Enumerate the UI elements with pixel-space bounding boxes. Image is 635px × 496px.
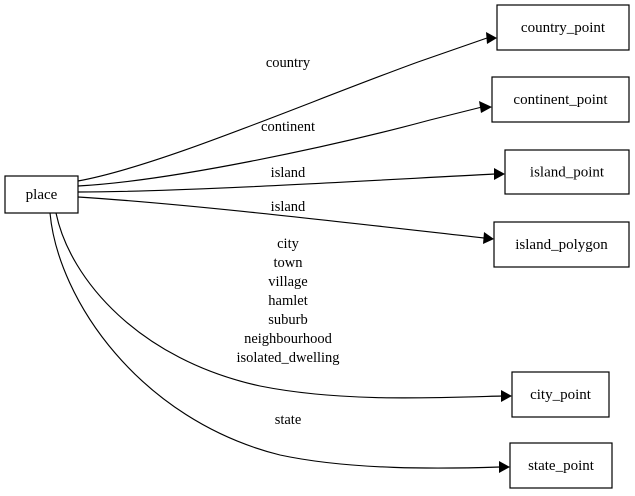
- node-island_point[interactable]: island_point: [504, 149, 630, 195]
- edge-continent-arrowhead-icon: [479, 101, 492, 113]
- node-island_point-box: [504, 149, 630, 195]
- edge-city-label: city town village hamlet suburb neighbourhood…: [236, 236, 339, 366]
- node-island_point-label: island_point: [530, 164, 605, 180]
- edge-country-label-line: country: [266, 55, 311, 71]
- node-state_point-label: state_point: [528, 458, 595, 474]
- node-city_point[interactable]: city_point: [511, 371, 610, 418]
- edge-city-label-line: town: [274, 255, 304, 271]
- edge-city-label-line: city: [277, 236, 299, 252]
- edge-country[interactable]: [77, 32, 497, 182]
- edge-city-label-line: hamlet: [268, 293, 307, 309]
- node-continent_point-box: [491, 76, 630, 123]
- node-state_point[interactable]: state_point: [509, 442, 613, 489]
- node-country_point-box: [496, 4, 630, 51]
- edge-city-label-line: village: [268, 274, 307, 290]
- node-place-label: place: [26, 187, 58, 203]
- edge-continent-label: continent: [261, 119, 315, 135]
- edge-continent-label-line: continent: [261, 119, 315, 135]
- node-island_polygon[interactable]: island_polygon: [493, 221, 630, 268]
- edge-city-arrowhead-icon: [501, 390, 512, 402]
- edge-island-point-arrowhead-icon: [494, 168, 505, 180]
- edge-state-label-line: state: [275, 412, 302, 428]
- node-state_point-box: [509, 442, 613, 489]
- edge-state-line: [49, 212, 501, 469]
- node-place-box: [4, 175, 79, 214]
- edge-city[interactable]: [55, 212, 512, 402]
- edge-labels-layer: country continent island island city town vill…: [236, 55, 339, 428]
- edge-island-polygon[interactable]: [77, 196, 494, 244]
- edge-city-label-line: suburb: [268, 312, 307, 328]
- node-city_point-label: city_point: [530, 387, 592, 403]
- node-island_polygon-box: [493, 221, 630, 268]
- node-island_polygon-label: island_polygon: [515, 237, 608, 253]
- node-place[interactable]: place: [4, 175, 79, 214]
- edge-country-line: [77, 37, 488, 182]
- edge-island-polygon-label-line: island: [271, 199, 306, 215]
- edge-island-polygon-arrowhead-icon: [483, 232, 494, 244]
- edge-continent-line: [77, 106, 483, 187]
- node-continent_point-label: continent_point: [513, 92, 608, 108]
- edge-country-arrowhead-icon: [486, 32, 497, 44]
- edge-state-label: state: [275, 412, 302, 428]
- edge-city-line: [55, 212, 503, 399]
- edge-island-point-line: [77, 173, 496, 193]
- edge-continent[interactable]: [77, 101, 492, 187]
- nodes-layer: place country_point continent_point island_…: [4, 4, 630, 489]
- edge-state-arrowhead-icon: [499, 461, 510, 473]
- edge-island-polygon-line: [77, 196, 485, 239]
- edges-layer: [49, 32, 512, 473]
- edge-island-point-label: island: [271, 165, 306, 181]
- edge-state[interactable]: [49, 212, 510, 473]
- edge-island-point-label-line: island: [271, 165, 306, 181]
- node-continent_point[interactable]: continent_point: [491, 76, 630, 123]
- edge-island-point[interactable]: [77, 168, 505, 193]
- edge-island-polygon-label: island: [271, 199, 306, 215]
- edge-city-label-line: neighbourhood: [244, 331, 333, 347]
- edge-country-label: country: [266, 55, 311, 71]
- node-country_point-label: country_point: [521, 20, 606, 36]
- node-city_point-box: [511, 371, 610, 418]
- node-country_point[interactable]: country_point: [496, 4, 630, 51]
- edge-city-label-line: isolated_dwelling: [236, 350, 339, 366]
